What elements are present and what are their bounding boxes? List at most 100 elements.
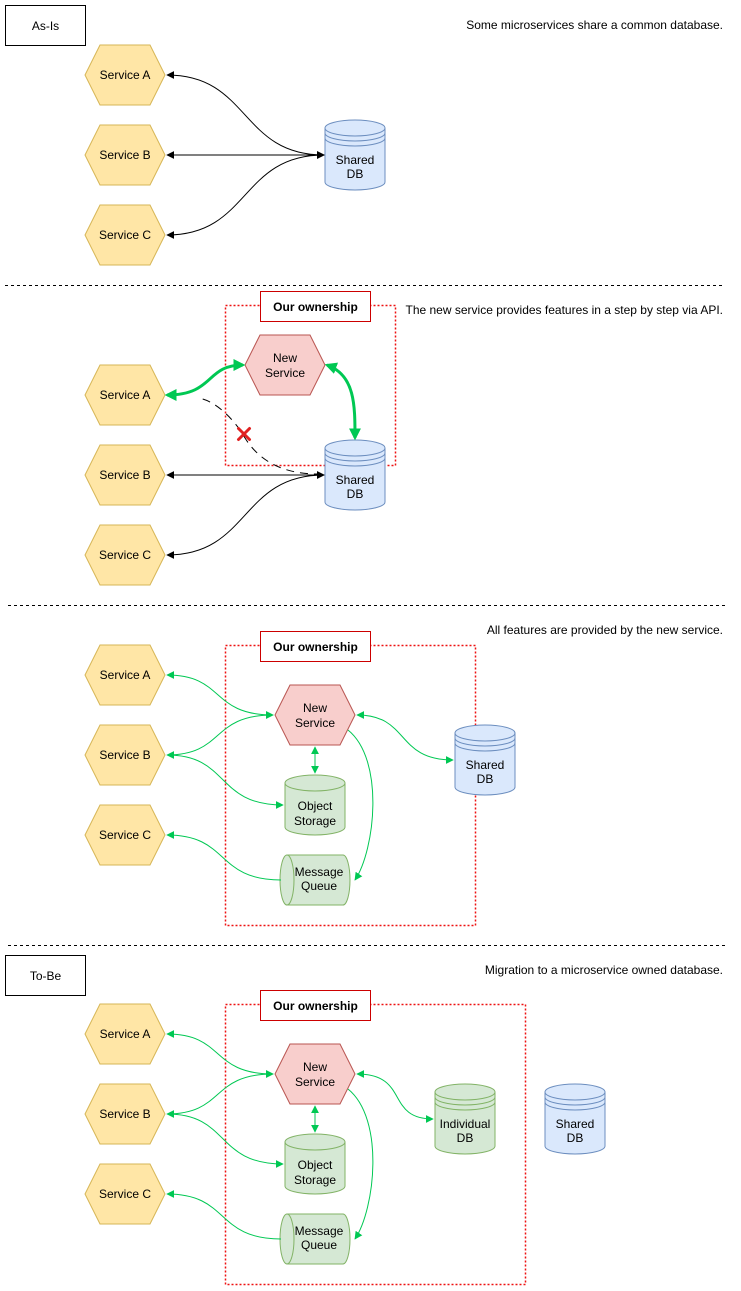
shared-db-label-line1: Shared — [336, 153, 375, 167]
new-service-label-line1: New — [303, 1060, 327, 1074]
new-service-label-line2: Service — [265, 366, 305, 380]
service-a-node: Service A — [84, 44, 166, 106]
edge-new-service-service-a — [164, 359, 246, 401]
service-b-node: Service B — [84, 724, 166, 786]
service-b-label: Service B — [99, 148, 150, 162]
service-c-node: Service C — [84, 524, 166, 586]
individual-db-node: Individual DB — [434, 1083, 496, 1155]
edge-service-b-object-storage — [166, 1113, 284, 1168]
shared-db-label-line2: DB — [347, 167, 364, 181]
section-to-be: To-Be Migration to a microservice owned … — [5, 955, 723, 1286]
edge-new-service-service-b — [166, 1070, 274, 1118]
service-a-node: Service A — [84, 644, 166, 706]
ownership-label: Our ownership — [273, 300, 358, 314]
ownership-boundary — [224, 644, 477, 927]
message-queue-node: Message Queue — [279, 1213, 351, 1265]
service-c-label: Service C — [99, 228, 151, 242]
message-queue-label-line2: Queue — [301, 879, 337, 893]
individual-db-label-line1: Individual — [440, 1117, 491, 1131]
object-storage-label-line2: Storage — [294, 1173, 336, 1187]
edge-new-service-message-queue — [347, 1088, 374, 1240]
shared-db-label-line1: Shared — [556, 1117, 595, 1131]
service-a-label: Service A — [100, 68, 151, 82]
object-storage-label-line2: Storage — [294, 814, 336, 828]
ownership-label: Our ownership — [273, 999, 358, 1013]
service-b-label: Service B — [99, 468, 150, 482]
ownership-label: Our ownership — [273, 640, 358, 654]
ownership-label-box — [260, 990, 371, 1021]
new-service-label-line2: Service — [295, 716, 335, 730]
service-c-node: Service C — [84, 1163, 166, 1225]
new-service-node: New Service — [244, 334, 326, 396]
edge-db-service-c — [166, 151, 325, 239]
service-c-node: Service C — [84, 804, 166, 866]
message-queue-node: Message Queue — [279, 854, 351, 906]
to-be-caption: Migration to a microservice owned databa… — [485, 963, 723, 977]
section-all-features: All features are provided by the new ser… — [84, 623, 723, 927]
edge-new-service-shared-db — [324, 362, 361, 441]
service-c-label: Service C — [99, 828, 151, 842]
service-c-label: Service C — [99, 1187, 151, 1201]
step-caption: The new service provides features in a s… — [406, 303, 724, 317]
edge-service-b-object-storage — [166, 754, 284, 809]
shared-db-label-line1: Shared — [466, 758, 505, 772]
message-queue-label-line1: Message — [295, 865, 344, 879]
edge-message-queue-service-c — [166, 1190, 282, 1240]
to-be-tag-box — [5, 955, 86, 996]
new-service-node: New Service — [274, 1043, 356, 1105]
to-be-tag: To-Be — [30, 969, 62, 983]
edge-new-service-service-a — [166, 1030, 274, 1078]
object-storage-node: Object Storage — [284, 774, 346, 836]
edge-new-service-service-a — [166, 671, 274, 719]
message-queue-label-line1: Message — [295, 1224, 344, 1238]
service-c-label: Service C — [99, 548, 151, 562]
service-a-node: Service A — [84, 1003, 166, 1065]
ownership-label-box — [260, 631, 371, 662]
new-service-label-line1: New — [303, 701, 327, 715]
edge-message-queue-service-c — [166, 831, 282, 881]
edge-new-service-shared-db — [356, 711, 454, 764]
service-b-label: Service B — [99, 748, 150, 762]
ownership-boundary — [224, 1003, 527, 1286]
new-service-label-line1: New — [273, 351, 297, 365]
as-is-caption: Some microservices share a common databa… — [466, 18, 723, 32]
edge-new-service-individual-db — [356, 1070, 434, 1123]
all-features-caption: All features are provided by the new ser… — [487, 623, 723, 637]
section-as-is: As-Is Some microservices share a common … — [5, 5, 723, 266]
message-queue-label-line2: Queue — [301, 1238, 337, 1252]
shared-db-node: Shared DB — [324, 119, 386, 191]
object-storage-label-line1: Object — [298, 799, 333, 813]
shared-db-node: Shared DB — [544, 1083, 606, 1155]
service-a-node: Service A — [84, 364, 166, 426]
service-a-label: Service A — [100, 1027, 151, 1041]
shared-db-label-line2: DB — [477, 772, 494, 786]
object-storage-label-line1: Object — [298, 1158, 333, 1172]
service-b-node: Service B — [84, 444, 166, 506]
shared-db-label-line1: Shared — [336, 473, 375, 487]
as-is-tag: As-Is — [32, 19, 59, 33]
shared-db-label-line2: DB — [567, 1131, 584, 1145]
ownership-label-box — [260, 291, 371, 322]
new-service-node: New Service — [274, 684, 356, 746]
individual-db-label-line2: DB — [457, 1131, 474, 1145]
section-step-by-step: The new service provides features in a s… — [84, 291, 724, 586]
shared-db-label-line2: DB — [347, 487, 364, 501]
service-b-label: Service B — [99, 1107, 150, 1121]
shared-db-node: Shared DB — [454, 724, 516, 796]
service-b-node: Service B — [84, 1083, 166, 1145]
service-a-label: Service A — [100, 388, 151, 402]
edge-db-service-c — [166, 471, 325, 559]
cross-icon — [237, 427, 251, 441]
service-a-label: Service A — [100, 668, 151, 682]
object-storage-node: Object Storage — [284, 1133, 346, 1195]
edge-new-service-message-queue — [347, 729, 374, 881]
service-c-node: Service C — [84, 204, 166, 266]
as-is-tag-box — [5, 5, 86, 46]
new-service-label-line2: Service — [295, 1075, 335, 1089]
removed-edge-db-service-a — [197, 397, 323, 475]
edge-new-service-service-b — [166, 711, 274, 759]
shared-db-node: Shared DB — [324, 439, 386, 511]
edge-db-service-a — [166, 71, 325, 159]
service-b-node: Service B — [84, 124, 166, 186]
